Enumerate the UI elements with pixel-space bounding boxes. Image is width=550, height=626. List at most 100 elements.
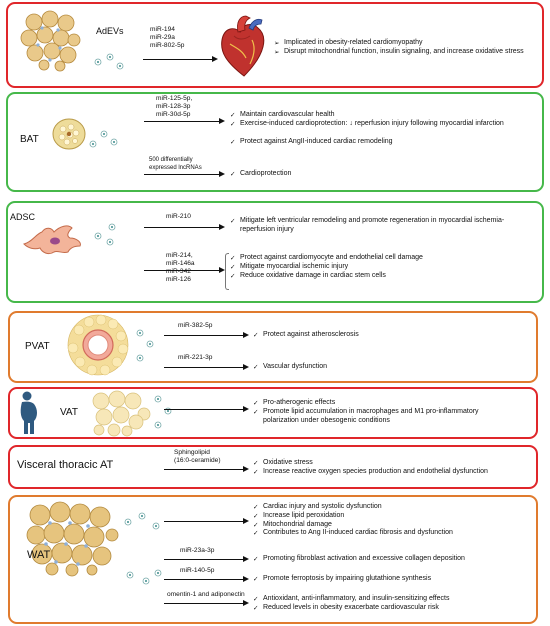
effect-item: ✓ Protect against atherosclerosis (253, 331, 359, 340)
mediator-line: Sphingolipid (174, 449, 210, 456)
pvat-mirna-1: miR-382-5p (178, 322, 213, 329)
adsc-mirna-1: miR-210 (166, 213, 191, 220)
check-icon: ✓ (253, 529, 259, 538)
arrow (144, 170, 225, 179)
panel-adsc (6, 201, 544, 303)
lncrna-label-line: 500 differentially (149, 157, 193, 163)
arrow (143, 55, 218, 64)
effect-text: Reduced levels in obesity exacerbate car… (263, 603, 439, 611)
mirna-label: miR-146a (166, 260, 195, 267)
effect-item: ✓ Promote lipid accumulation in macrophag… (253, 408, 479, 417)
effect-item: ✓ Reduce oxidative damage in cardiac stem… (230, 272, 423, 281)
effect-text: Exercise-induced cardioprotection: ↓ rep… (240, 119, 504, 127)
check-icon: ✓ (253, 503, 259, 511)
effect-text: Cardioprotection (240, 170, 292, 177)
adevs-mirna-list: miR-194 miR-29a miR-802-5p (150, 26, 184, 50)
thoracic-mediator: Sphingolipid (16:0-ceramide) (174, 449, 221, 465)
effect-text: Protect against atherosclerosis (263, 331, 359, 338)
check-icon: ✓ (253, 399, 259, 407)
obese-person-icon (20, 391, 37, 434)
arrow (164, 517, 249, 526)
effect-item: ➢Implicated in obesity-related cardiomyo… (274, 39, 524, 48)
check-icon: ✓ (253, 467, 259, 476)
heart-icon (221, 15, 265, 77)
check-icon: ✓ (253, 331, 259, 339)
effect-text: Reduce oxidative damage in cardiac stem … (240, 271, 386, 279)
arrow (144, 117, 225, 126)
effect-item: ✓Protect against AngII-induced cardiac r… (230, 138, 504, 147)
effect-text: Pro-atherogenic effects (263, 399, 336, 406)
mirna-label: miR-30d-5p (156, 111, 191, 118)
bat-mirna-list: miR-125-5p, miR-128-3p miR-30d-5p (156, 95, 192, 119)
effect-item: ✓Mitochondrial damage (253, 521, 453, 530)
effect-item: ✓ Oxidative stress (253, 459, 488, 468)
effect-text: Mitigate myocardial ischemic injury (240, 262, 349, 270)
effect-item: ✓Promoting fibroblast activation and exc… (253, 555, 465, 564)
thoracic-label: Visceral thoracic AT (17, 459, 114, 471)
vesicles-icon (94, 223, 116, 246)
effect-item: ✓Cardioprotection (230, 170, 291, 179)
effect-item: ✓ Mitigate myocardial ischemic injury (230, 263, 423, 272)
vesicles-icon (89, 130, 118, 148)
effect-item: ✓Cardiac injury and systolic dysfunction (253, 503, 453, 512)
vat-label: VAT (60, 407, 78, 418)
pvat-label: PVAT (25, 341, 50, 352)
effect-item: ✓ Contributes to Ang II-induced cardiac f… (253, 529, 453, 538)
white-adipose-cluster-icon (26, 501, 119, 577)
effect-item: ✓Maintain cardiovascular health (230, 111, 504, 120)
pvat-effect-1: ✓ Protect against atherosclerosis (253, 331, 359, 340)
effect-item: ➢Disrupt mitochondrial function, insulin… (274, 48, 524, 57)
effect-text: Promote lipid accumulation in macrophage… (263, 407, 479, 415)
brown-adipocyte-icon (52, 118, 86, 150)
bat-effects: ✓Maintain cardiovascular health ✓ Exercis… (230, 111, 504, 146)
check-icon: ✓ (230, 262, 236, 271)
arrow-bullet-icon: ➢ (274, 47, 280, 56)
mirna-label: miR-802-5p (150, 42, 185, 49)
check-icon: ✓ (230, 271, 236, 280)
mirna-label: miR-342 (166, 268, 191, 275)
arrow (164, 575, 249, 584)
check-icon: ✓ (253, 459, 259, 467)
arrow (164, 405, 249, 414)
check-icon: ✓ (253, 575, 259, 583)
effect-item: ✓ Increase reactive oxygen species produc… (253, 468, 488, 477)
effect-item: ✓ Pro-atherogenic effects (253, 399, 479, 408)
stem-cell-icon (23, 225, 81, 255)
check-icon: ✓ (253, 511, 259, 520)
check-icon: ✓ (230, 217, 236, 225)
check-icon: ✓ (253, 520, 259, 529)
mediator-line: (16:0-ceramide) (174, 457, 221, 464)
effect-text: Increase reactive oxygen species product… (263, 467, 488, 475)
effect-text: Protect against cardiomyocyte and endoth… (240, 254, 423, 261)
bracket (225, 253, 229, 290)
adsc-effects-2: ✓ Protect against cardiomyocyte and endot… (230, 254, 423, 280)
effect-text: Maintain cardiovascular health (240, 111, 335, 118)
effect-text: Oxidative stress (263, 459, 313, 466)
vesicles-icon (94, 53, 124, 70)
effect-text: polarization under obesogenic conditions (263, 416, 390, 424)
check-icon: ✓ (230, 119, 236, 128)
vesicles-icon (154, 395, 172, 429)
check-icon: ✓ (253, 363, 259, 371)
pvat-effect-2: ✓Vascular dysfunction (253, 363, 327, 372)
effect-text: Promote ferroptosis by impairing glutath… (263, 575, 432, 582)
mirna-label: miR-128-3p (156, 103, 191, 110)
vesicles-icon (126, 569, 162, 585)
arrow (164, 465, 249, 474)
check-icon: ✓ (253, 555, 259, 563)
effect-text: Contributes to Ang II-induced cardiac fi… (263, 529, 453, 537)
wat-mirna-2: miR-23a-3p (180, 547, 215, 554)
effect-text: Implicated in obesity-related cardiomyop… (284, 39, 423, 46)
wat-mirna-3: miR-140-5p (180, 567, 215, 574)
adevs-label: AdEVs (96, 26, 124, 36)
wat-effects-4: ✓Antioxidant, anti-inflammatory, and ins… (253, 595, 450, 613)
check-icon: ✓ (253, 407, 259, 416)
wat-effect-3: ✓ Promote ferroptosis by impairing glutat… (253, 575, 431, 584)
vesicles-icon (136, 329, 154, 362)
mirna-label: miR-29a (150, 34, 175, 41)
pvat-mirna-2: miR-221-3p (178, 354, 213, 361)
adsc-effect-1: ✓Mitigate left ventricular remodeling an… (230, 217, 504, 235)
mirna-label: miR-214, (166, 252, 193, 259)
arrow (164, 555, 249, 564)
arrow (144, 223, 225, 232)
